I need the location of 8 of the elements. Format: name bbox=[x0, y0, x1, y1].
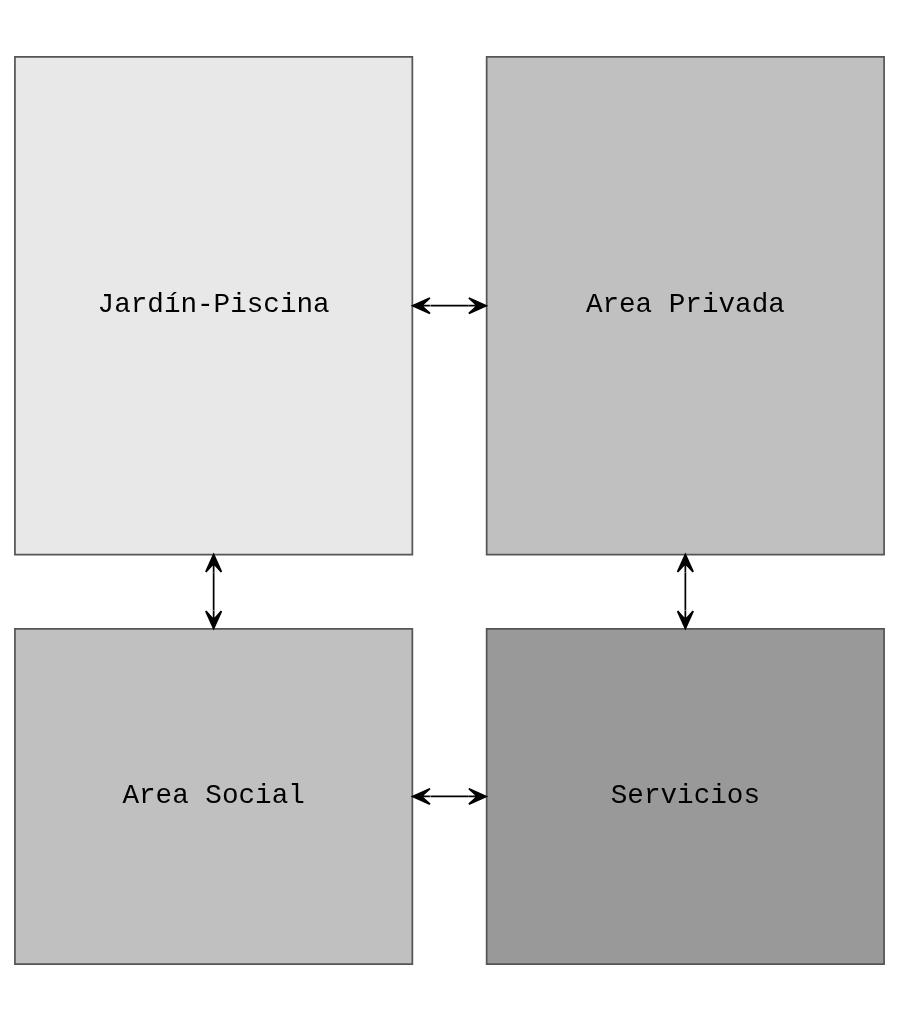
node-box: Servicios bbox=[485, 627, 885, 965]
arrow bbox=[205, 553, 223, 629]
arrow bbox=[411, 296, 487, 314]
arrow bbox=[676, 553, 694, 629]
node-box: Area Social bbox=[14, 627, 414, 965]
node-box: Area Privada bbox=[485, 55, 885, 555]
arrow bbox=[411, 787, 487, 805]
node-box: Jardín-Piscina bbox=[14, 55, 414, 555]
